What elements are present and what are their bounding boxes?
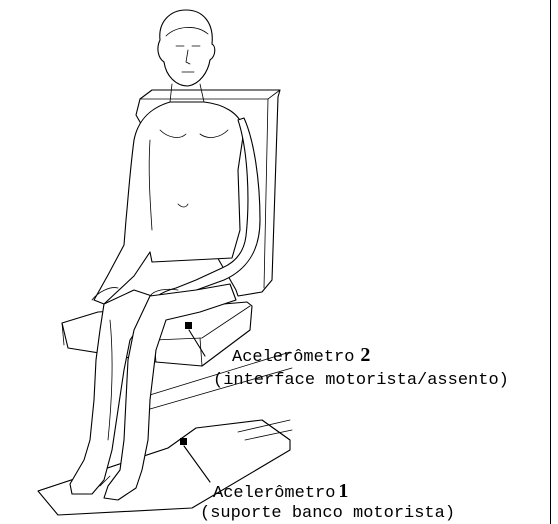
figure-border-line [550, 0, 551, 524]
accelerometer-2-description: (interface motorista/assento) [213, 371, 509, 390]
accelerometer-1-description: (suporte banco motorista) [200, 504, 455, 523]
